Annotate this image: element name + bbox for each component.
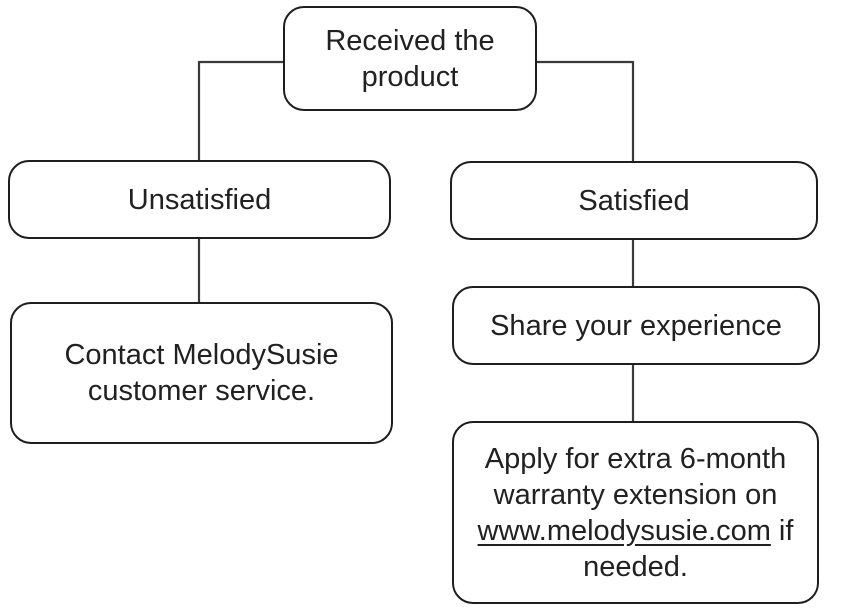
node-received-the-product: Received the product <box>283 6 537 111</box>
node-apply-warranty: Apply for extra 6-month warranty extensi… <box>452 421 819 604</box>
node-share-label: Share your experience <box>490 309 782 342</box>
apply-text-before: Apply for extra 6-month warranty extensi… <box>484 442 787 511</box>
node-received-label: Received the product <box>325 24 495 93</box>
node-satisfied: Satisfied <box>450 161 818 240</box>
node-contact-label: Contact MelodySusie customer service. <box>64 339 339 407</box>
connector-received-to-satisfied <box>537 60 635 161</box>
node-satisfied-label: Satisfied <box>578 184 690 217</box>
node-apply-label: Apply for extra 6-month warranty extensi… <box>478 441 794 585</box>
melodysusie-link[interactable]: www.melodysusie.com <box>477 514 771 547</box>
connector-received-to-unsatisfied <box>197 60 283 160</box>
node-unsatisfied-label: Unsatisfied <box>127 183 272 216</box>
node-contact-customer-service: Contact MelodySusie customer service. <box>10 302 393 444</box>
node-share-experience: Share your experience <box>452 286 820 365</box>
apply-text-after: if needed. <box>583 514 794 583</box>
node-unsatisfied: Unsatisfied <box>8 160 391 239</box>
